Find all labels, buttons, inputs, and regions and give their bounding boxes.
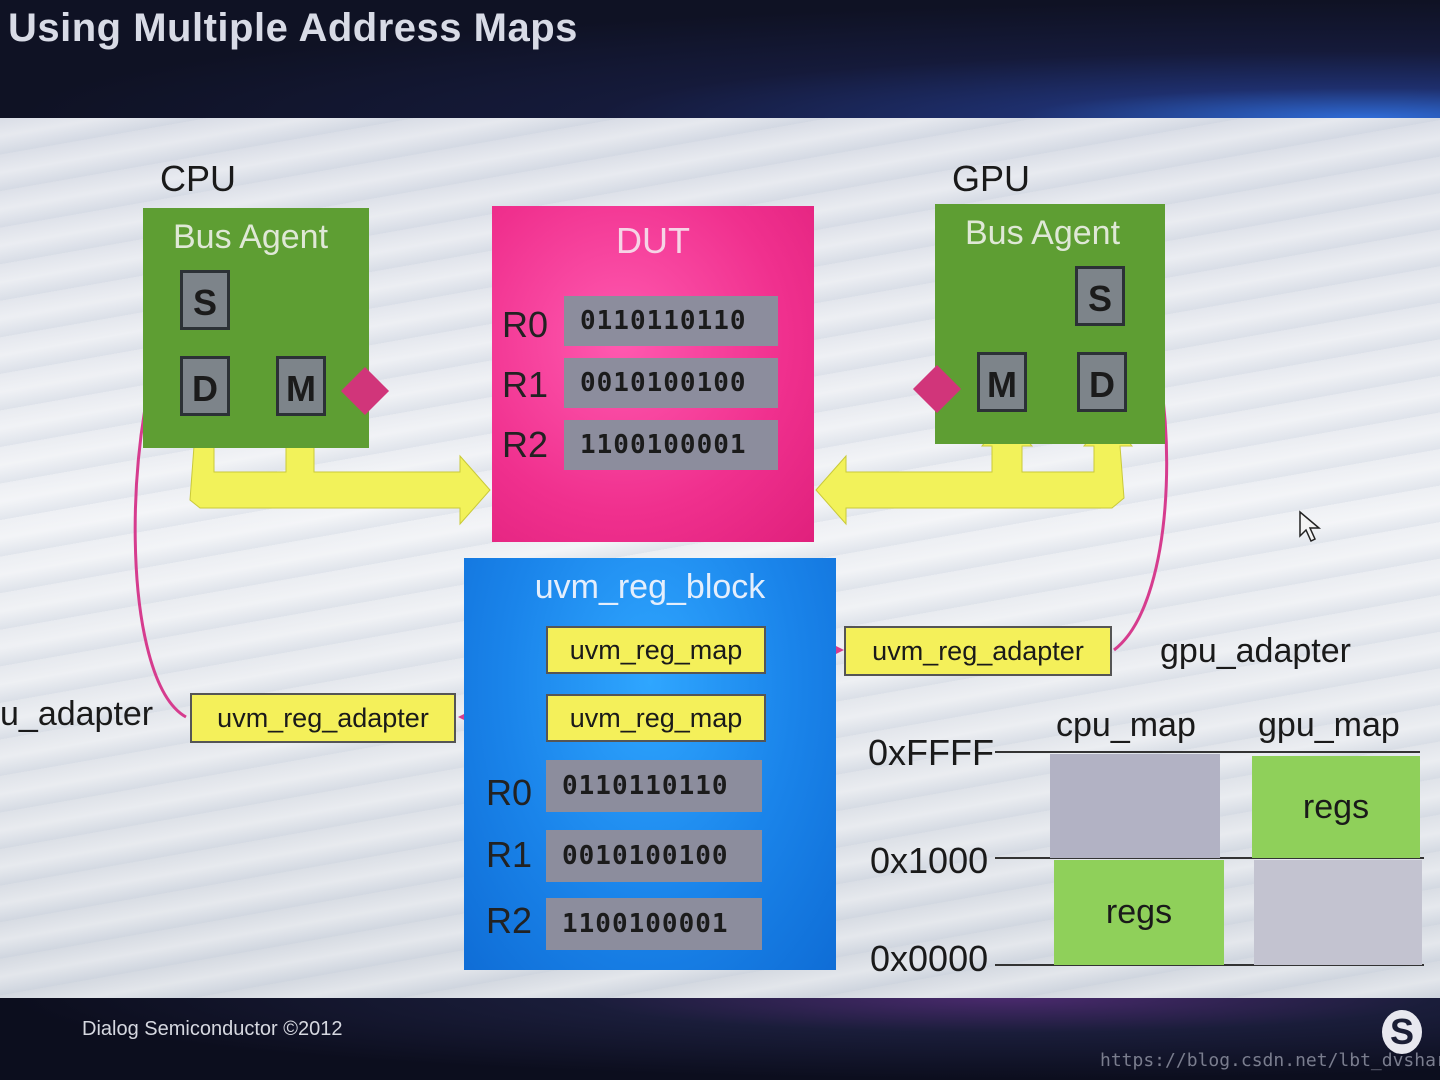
- gpu-sequencer[interactable]: S: [1075, 266, 1125, 326]
- addr-low: 0x0000: [870, 938, 989, 979]
- watermark: https://blog.csdn.net/lbt_dvshare: [1100, 1050, 1440, 1071]
- cpu-agent-title: Bus Agent: [173, 218, 329, 256]
- dut-block[interactable]: DUT R0 0110110110 R1 0010100100 R2 11001…: [492, 206, 814, 542]
- slide-header: Using Multiple Address Maps: [0, 0, 1440, 118]
- cpu-map-regs: regs: [1054, 860, 1224, 965]
- mouse-cursor-icon: [1299, 510, 1322, 543]
- block-reg-name: R2: [486, 900, 533, 941]
- dut-reg-value: 0010100100: [564, 358, 778, 408]
- slide-title: Using Multiple Address Maps: [8, 6, 578, 50]
- gpu-label: GPU: [952, 158, 1031, 199]
- cpu-sequencer[interactable]: S: [180, 270, 230, 330]
- gpu-map-regs: regs: [1252, 756, 1420, 858]
- uvm-reg-map-top[interactable]: uvm_reg_map: [546, 626, 766, 674]
- dut-reg-name: R1: [502, 364, 549, 405]
- reg-block-title: uvm_reg_block: [534, 568, 766, 606]
- cpu-map-label: cpu_map: [1056, 706, 1196, 744]
- footer-copyright: Dialog Semiconductor ©2012: [82, 1018, 343, 1040]
- addr-high: 0xFFFF: [868, 732, 994, 773]
- gpu-bus-agent[interactable]: Bus Agent S M D: [935, 204, 1165, 444]
- block-reg-name: R0: [486, 772, 533, 813]
- dialog-logo-icon: S: [1382, 1010, 1422, 1054]
- block-reg-name: R1: [486, 834, 533, 875]
- gpu-adapter-label: gpu_adapter: [1160, 632, 1351, 670]
- gpu-bus-arrow: [815, 415, 1134, 526]
- cpu-reg-adapter[interactable]: uvm_reg_adapter: [190, 693, 456, 743]
- gpu-map-lower-empty: [1254, 860, 1422, 965]
- dut-reg-name: R2: [502, 424, 549, 465]
- gpu-monitor[interactable]: M: [977, 352, 1027, 412]
- gpu-reg-adapter[interactable]: uvm_reg_adapter: [844, 626, 1112, 676]
- cpu-monitor[interactable]: M: [276, 356, 326, 416]
- block-reg-value: 0110110110: [546, 760, 762, 812]
- cpu-map-upper-empty: [1050, 754, 1220, 858]
- uvm-reg-map-bottom[interactable]: uvm_reg_map: [546, 694, 766, 742]
- block-reg-value: 0010100100: [546, 830, 762, 882]
- gpu-agent-title: Bus Agent: [965, 214, 1121, 252]
- dut-reg-name: R0: [502, 304, 549, 345]
- addr-mid: 0x1000: [870, 840, 989, 881]
- gpu-map-label: gpu_map: [1258, 706, 1400, 744]
- uvm-reg-block[interactable]: uvm_reg_block uvm_reg_map uvm_reg_map R0…: [464, 558, 836, 970]
- address-lines: [995, 751, 1424, 966]
- cpu-adapter-label: u_adapter: [0, 695, 154, 733]
- dut-reg-value: 1100100001: [564, 420, 778, 470]
- dut-title: DUT: [616, 220, 690, 261]
- slide-footer: Dialog Semiconductor ©2012 S: [0, 998, 1440, 1080]
- cpu-label: CPU: [160, 158, 237, 199]
- cpu-driver[interactable]: D: [180, 356, 230, 416]
- block-reg-value: 1100100001: [546, 898, 762, 950]
- cpu-bus-agent[interactable]: Bus Agent S D M: [143, 208, 369, 448]
- gpu-driver[interactable]: D: [1077, 352, 1127, 412]
- dut-reg-value: 0110110110: [564, 296, 778, 346]
